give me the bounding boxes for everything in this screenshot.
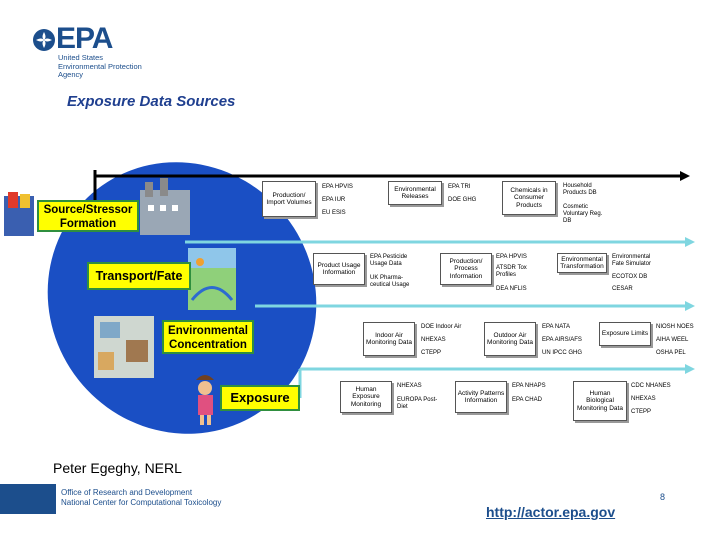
row-arrows [93, 170, 695, 398]
footer-line-2: National Center for Computational Toxico… [61, 498, 222, 507]
label-ctepp: CTEPP [421, 350, 442, 356]
page-number: 8 [660, 492, 666, 502]
person-illustration [196, 375, 214, 425]
label-dea-nflis: DEA NFLIS [496, 286, 527, 292]
page-title: Exposure Data Sources [67, 93, 236, 110]
box-environmental-releases: Environmental Releases [388, 181, 442, 205]
logo-line-2: Environmental Protection [58, 61, 142, 71]
box-indoor-air-monitoring-data: Indoor Air Monitoring Data [363, 322, 415, 356]
label-epa-chad: EPA CHAD [512, 397, 542, 403]
box-chemicals-in-consumer-products: Chemicals in Consumer Products [502, 181, 556, 215]
footer-line-1: Office of Research and Development [61, 488, 193, 497]
label-household-products-db: Household Products DB [563, 183, 597, 196]
label-un-ipcc-ghg: UN IPCC GHG [542, 350, 583, 356]
box-product-usage-information: Product Usage Information [313, 253, 365, 285]
label-epa-nata: EPA NATA [542, 324, 571, 330]
label-doe-ghg: DOE GHG [448, 197, 477, 203]
label-nhexas-3: NHEXAS [631, 396, 656, 402]
label-epa-airs-afs: EPA AIRS/AFS [542, 337, 582, 343]
logo-line-1: United States [58, 53, 104, 62]
box-environmental-transformation: Environmental Transformation [557, 253, 607, 273]
products-illustration [4, 192, 34, 236]
label-cosmetic-voluntary-reg-db: Cosmetic Voluntary Reg. DB [563, 204, 603, 224]
label-nhexas-2: NHEXAS [397, 383, 422, 389]
label-cdc-nhanes: CDC NHANES [631, 383, 671, 389]
box-exposure-limits: Exposure Limits [599, 322, 651, 346]
box-production-process-information: Production/ Process Information [440, 253, 492, 285]
blue-oval [47, 162, 317, 434]
label-environmental-fate-simulator: Environmental Fate Simulator [612, 254, 652, 267]
stage-environmental-concentration: Environmental Concentration [162, 320, 254, 354]
logo-line-3: Agency [58, 70, 84, 79]
label-ctepp-2: CTEPP [631, 409, 652, 415]
stage-source-stressor: Source/Stressor Formation [37, 200, 139, 232]
label-uk-pharmaceutical-usage: UK Pharma- ceutical Usage [370, 275, 410, 288]
actor-url-link[interactable]: http://actor.epa.gov [486, 504, 616, 520]
label-epa-iur: EPA IUR [322, 197, 346, 203]
label-eu-esis: EU ESIS [322, 210, 346, 216]
label-atsdr-tox-profiles: ATSDR Tox Profiles [496, 265, 527, 278]
label-niosh-noes: NIOSH NOES [656, 324, 694, 330]
label-epa-tri: EPA TRI [448, 184, 471, 190]
box-activity-patterns-information: Activity Patterns Information [455, 381, 507, 413]
epa-flower-icon [33, 29, 55, 51]
factory-illustration [140, 178, 190, 235]
label-epa-hpvis-2: EPA HPVIS [496, 254, 527, 260]
label-epa-nhaps: EPA NHAPS [512, 383, 546, 389]
footer-text: Office of Research and Development Natio… [61, 488, 221, 508]
box-human-biological-monitoring-data: Human Biological Monitoring Data [573, 381, 627, 421]
label-epa-hpvis: EPA HPVIS [322, 184, 353, 190]
label-osha-pel: OSHA PEL [656, 350, 686, 356]
label-cesar: CESAR [612, 286, 633, 292]
label-epa-pesticide-usage-data: EPA Pesticide Usage Data [370, 254, 408, 267]
logo-wordmark: EPA [56, 22, 113, 55]
stage-exposure: Exposure [220, 385, 300, 411]
room-illustration [94, 316, 154, 378]
label-nhexas: NHEXAS [421, 337, 446, 343]
landscape-illustration [188, 248, 236, 310]
box-outdoor-air-monitoring-data: Outdoor Air Monitoring Data [484, 322, 536, 356]
label-doe-indoor-air: DOE Indoor Air [421, 324, 462, 330]
label-europa-post-diet: EUROPA Post- Diet [397, 397, 438, 410]
label-aiha-weel: AIHA WEEL [656, 337, 689, 343]
stage-transport-fate: Transport/Fate [87, 262, 191, 290]
footer-bar [0, 484, 56, 514]
presenter-name: Peter Egeghy, NERL [53, 460, 182, 476]
box-human-exposure-monitoring: Human Exposure Monitoring [340, 381, 392, 413]
box-production-import-volumes: Production/ Import Volumes [262, 181, 316, 217]
epa-logo: EPA United States Environmental Protecti… [32, 22, 172, 80]
label-ecotox-db: ECOTOX DB [612, 274, 648, 280]
